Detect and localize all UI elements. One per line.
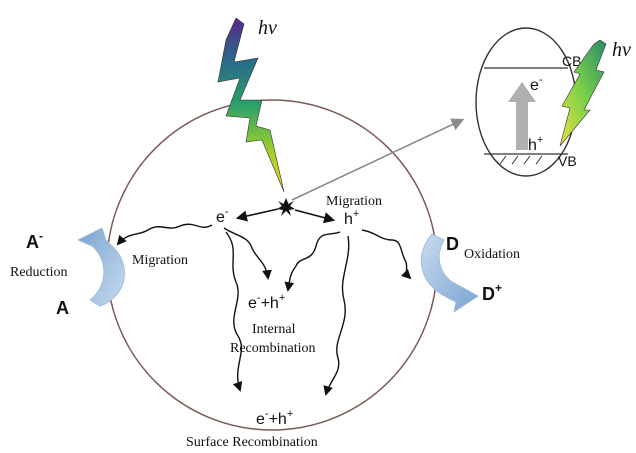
- band-structure-inset: e- h+ CB VB: [475, 27, 581, 177]
- inset-light-label: hν: [612, 39, 631, 61]
- electron-migration-path: [116, 223, 213, 246]
- hole-to-internal-path: [284, 231, 341, 292]
- oxidation-label: Oxidation: [464, 247, 520, 262]
- hole-migration-path: [361, 229, 412, 280]
- surface-pair-label: e-+h+: [256, 408, 293, 428]
- vb-label: VB: [558, 153, 577, 169]
- internal-recombination-label-2: Recombination: [230, 341, 316, 356]
- oxidation-swoosh-arrow: [420, 233, 479, 313]
- light-label: hν: [258, 17, 277, 39]
- migration-right-label: Migration: [326, 194, 382, 209]
- electron-label: e-: [216, 206, 229, 226]
- donor-label: D: [446, 234, 459, 254]
- reduced-acceptor-label: A-: [26, 229, 43, 252]
- light-bolt-icon: [217, 17, 285, 193]
- excitation-up-arrow: [508, 82, 536, 150]
- zoom-arrow: [291, 118, 465, 201]
- internal-recombination-label-1: Internal: [252, 322, 296, 337]
- internal-pair-label: e-+h+: [248, 292, 285, 312]
- inset-light-bolt-icon: [559, 39, 607, 147]
- acceptor-label: A: [56, 298, 69, 318]
- oxidized-donor-label: D+: [482, 281, 502, 304]
- inset-electron-label: e-: [530, 74, 543, 94]
- reduction-label: Reduction: [10, 265, 68, 280]
- electron-to-internal-path: [223, 227, 272, 280]
- excitation-star-icon: [277, 198, 295, 216]
- hole-arrow: [294, 209, 336, 224]
- electron-to-surface-path: [225, 231, 243, 392]
- electron-arrow: [235, 208, 279, 222]
- valence-band-hatch: [499, 155, 543, 165]
- inset-hole-label: h+: [528, 134, 543, 154]
- cb-label: CB: [562, 53, 581, 69]
- migration-left-label: Migration: [132, 253, 188, 268]
- reduction-swoosh-arrow: [77, 227, 125, 307]
- surface-recombination-label: Surface Recombination: [186, 435, 318, 450]
- hole-label: h+: [344, 208, 359, 228]
- hole-to-surface-path: [323, 235, 350, 396]
